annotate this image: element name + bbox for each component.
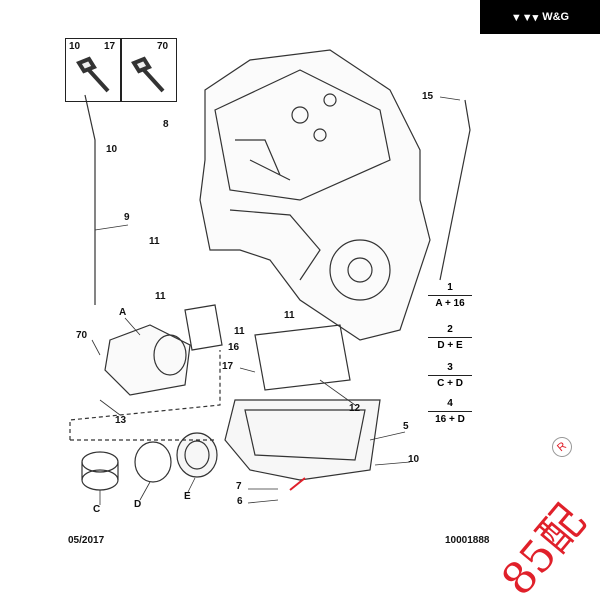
kit-contents: 16 + D <box>435 414 465 425</box>
callout-D: D <box>134 499 142 510</box>
fastener-label: 70 <box>157 41 169 52</box>
callout-11: 11 <box>234 326 245 337</box>
bolt-icon <box>76 56 110 93</box>
oil-filter-housing <box>104 324 191 396</box>
kit-contents: D + E <box>437 340 463 351</box>
engine-block <box>199 49 431 341</box>
callout-11: 11 <box>149 236 160 247</box>
fastener-label: 10 <box>69 41 81 52</box>
bolt-icon <box>131 56 165 93</box>
kit-number: 1 <box>428 282 472 296</box>
callout-16: 16 <box>228 342 240 353</box>
fastener-box-10-17: 10 17 <box>65 38 122 102</box>
brand-name: W&G <box>542 11 570 23</box>
diagram-reference: 10001888 <box>445 535 490 546</box>
callout-6: 6 <box>237 496 243 507</box>
callout-15: 15 <box>422 91 434 102</box>
arrow-indicator <box>289 477 306 491</box>
callout-10: 10 <box>106 144 118 155</box>
gasket-12 <box>254 324 351 391</box>
kit-number: 4 <box>428 398 472 412</box>
callout-9: 9 <box>124 212 130 223</box>
seal-d <box>134 441 172 483</box>
filter-element-c <box>81 451 119 491</box>
kit-number: 3 <box>428 362 472 376</box>
callout-A: A <box>119 307 127 318</box>
callout-17: 17 <box>222 361 234 372</box>
callout-10: 10 <box>408 454 420 465</box>
callout-11: 11 <box>155 291 166 302</box>
kit-3: 3 C + D <box>428 362 472 389</box>
callout-11: 11 <box>284 310 295 321</box>
filter-cap-e <box>176 432 218 478</box>
callout-13: 13 <box>115 415 127 426</box>
callout-12: 12 <box>349 403 361 414</box>
dipstick-9 <box>84 94 96 305</box>
kit-contents: A + 16 <box>435 298 465 309</box>
oil-pan <box>224 399 381 481</box>
brand-logo-icon: ▼▼▾ <box>510 11 539 24</box>
callout-7: 7 <box>236 481 242 492</box>
callout-5: 5 <box>403 421 409 432</box>
fastener-box-70: 70 <box>120 38 177 102</box>
kit-1: 1 A + 16 <box>428 282 472 309</box>
kit-contents: C + D <box>437 378 463 389</box>
kit-2: 2 D + E <box>428 324 472 351</box>
callout-E: E <box>184 491 191 502</box>
callout-70: 70 <box>76 330 88 341</box>
callout-C: C <box>93 504 101 515</box>
brand-logo: ▼▼▾ W&G <box>480 0 600 34</box>
kit-number: 2 <box>428 324 472 338</box>
callout-8: 8 <box>163 119 169 130</box>
dipstick-15 <box>439 99 471 281</box>
kit-4: 4 16 + D <box>428 398 472 425</box>
diagram-date: 05/2017 <box>68 535 105 546</box>
gasket-16 <box>184 304 223 351</box>
fastener-label: 17 <box>104 41 116 52</box>
